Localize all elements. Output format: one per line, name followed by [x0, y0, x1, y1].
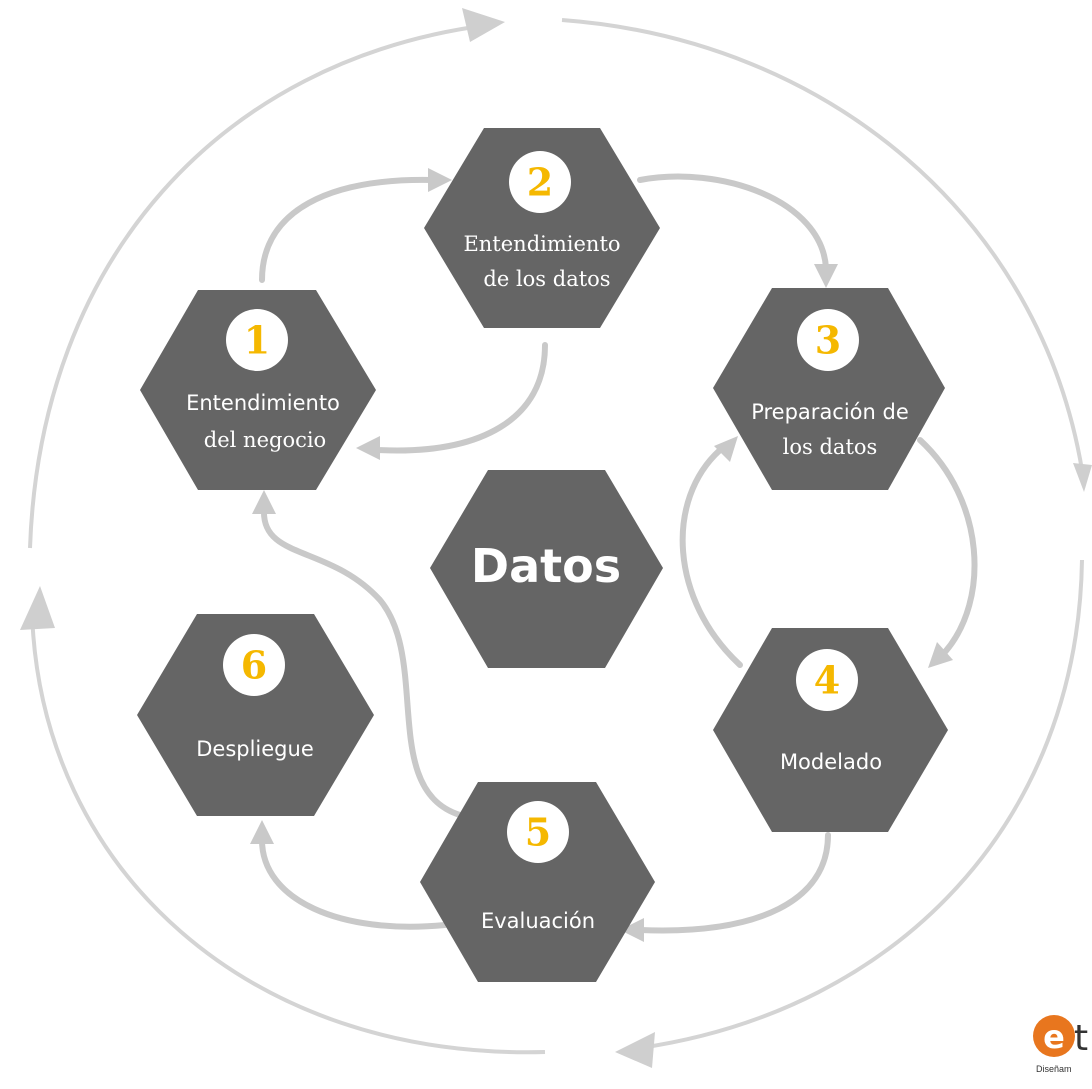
step-1-node: 1 Entendimiento del negocio: [140, 290, 376, 490]
step-2-number: 2: [527, 160, 553, 205]
outer-arc-bottom-left: [30, 611, 546, 1055]
outer-arrowhead-bottom: [615, 1032, 655, 1068]
step-1-label-line2: del negocio: [204, 428, 326, 452]
outer-arc-top-right: [561, 18, 1084, 471]
arrow-4-to-3: [679, 447, 743, 668]
step-6-number: 6: [241, 643, 267, 688]
step-5-number-badge: [507, 801, 569, 863]
step-3-hexagon: [713, 288, 945, 490]
step-5-hexagon: [420, 782, 655, 982]
step-4-number-badge: [796, 649, 858, 711]
logo-tagline: Diseñam: [1036, 1064, 1072, 1074]
outer-arrowhead-top: [462, 8, 505, 42]
arrow-3-to-4: [917, 437, 978, 655]
step-2-label-line2: de los datos: [483, 267, 610, 291]
step-5-node: 5 Evaluación: [420, 782, 655, 982]
arrow-5-to-6: [259, 837, 448, 930]
step-1-hexagon: [140, 290, 376, 490]
arrow-1-to-2-head: [428, 168, 452, 192]
center-hexagon: [430, 470, 663, 668]
arrow-3-to-4-head: [928, 642, 953, 668]
step-6-hexagon: [137, 614, 374, 816]
logo-e-letter: e: [1043, 1018, 1065, 1056]
arrow-2-to-1-head: [356, 436, 380, 460]
arrow-4-to-5-head: [620, 918, 644, 942]
step-1-label-line1: Entendimiento: [186, 391, 340, 415]
arrow-5-to-1-head: [252, 490, 276, 514]
center-label: Datos: [471, 539, 621, 593]
step-4-label: Modelado: [780, 750, 882, 774]
step-2-number-badge: [509, 151, 571, 213]
step-5-number: 5: [525, 810, 551, 855]
step-1-number: 1: [244, 318, 270, 363]
arrow-2-to-1: [375, 342, 548, 454]
arrow-5-to-6-head: [250, 820, 274, 844]
step-6-number-badge: [223, 634, 285, 696]
step-6-label: Despliegue: [196, 737, 314, 761]
brand-logo: e t Diseñam: [1033, 1015, 1088, 1074]
step-6-node: 6 Despliegue: [137, 614, 374, 816]
arrow-1-to-2: [259, 176, 435, 283]
step-2-node: 2 Entendimiento de los datos: [424, 128, 660, 328]
arrow-5-to-1: [260, 507, 463, 818]
inner-arrows: [250, 168, 978, 942]
step-1-number-badge: [226, 309, 288, 371]
arrow-2-to-3: [637, 173, 829, 271]
step-3-node: 3 Preparación de los datos: [713, 288, 945, 490]
step-2-hexagon: [424, 128, 660, 328]
step-3-label-line1: Preparación de: [751, 400, 909, 424]
logo-t-letter: t: [1074, 1018, 1088, 1059]
arrow-2-to-3-head: [814, 264, 838, 288]
arrow-4-to-3-head: [714, 436, 738, 462]
step-4-hexagon: [713, 628, 948, 832]
step-5-label: Evaluación: [481, 909, 595, 933]
step-4-number: 4: [814, 658, 840, 703]
step-3-number: 3: [815, 318, 841, 363]
step-2-label-line1: Entendimiento: [463, 232, 620, 256]
step-4-node: 4 Modelado: [713, 628, 948, 832]
arrow-4-to-5: [637, 832, 831, 934]
outer-arrowhead-left: [20, 586, 55, 630]
outer-cycle: [20, 8, 1092, 1068]
center-node: Datos: [430, 470, 663, 668]
step-3-label-line2: los datos: [783, 435, 878, 459]
step-3-number-badge: [797, 309, 859, 371]
outer-arrowhead-right: [1073, 463, 1092, 492]
logo-e-badge: [1033, 1015, 1075, 1057]
outer-arc-bottom-right: [639, 559, 1084, 1050]
outer-arc-top-left: [28, 23, 489, 549]
